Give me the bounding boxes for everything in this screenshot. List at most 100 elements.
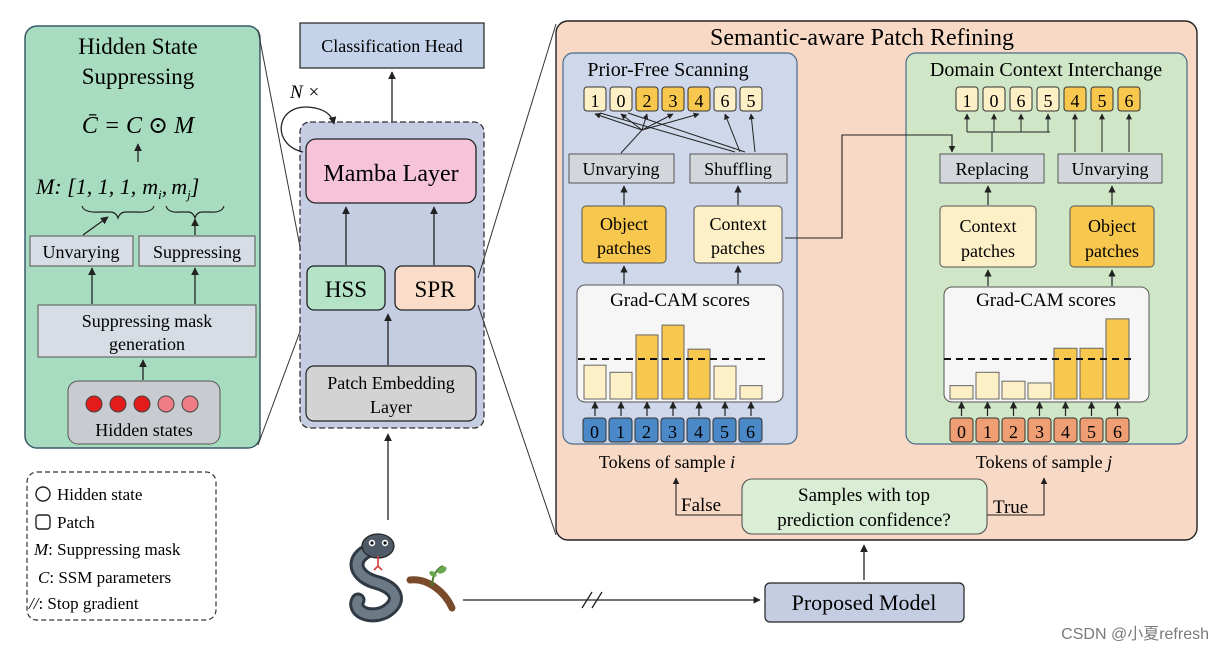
gradcam-bar xyxy=(583,364,607,400)
spr-box xyxy=(394,265,476,311)
shuffling-label: Shuffling xyxy=(704,159,772,179)
domain-context-title: Domain Context Interchange xyxy=(930,59,1162,81)
token-box xyxy=(955,86,979,112)
legend-stop-gradient: //: Stop gradient xyxy=(28,594,139,613)
gradcam-bar xyxy=(1027,382,1052,400)
unvarying-label: Unvarying xyxy=(43,242,120,262)
prior-free-object-line2: patches xyxy=(597,238,651,258)
decision-line1: Samples with top xyxy=(798,485,930,506)
token-label: 5 xyxy=(1098,91,1107,111)
token-box xyxy=(660,417,685,443)
token-label: 5 xyxy=(747,91,756,111)
token-box xyxy=(1105,417,1130,443)
token-box xyxy=(1036,86,1060,112)
gradcam-bar xyxy=(635,334,659,400)
legend-hidden-state: Hidden state xyxy=(57,485,142,504)
token-box xyxy=(609,86,633,112)
domain-context-line1: Context xyxy=(960,216,1017,236)
token-label: 1 xyxy=(591,91,600,111)
token-label: 0 xyxy=(990,91,999,111)
mask-gen-line1: Suppressing mask xyxy=(82,311,213,331)
token-box xyxy=(635,86,659,112)
prior-free-context-line1: Context xyxy=(710,214,767,234)
context-to-replacing-connector xyxy=(785,134,956,239)
spr-label: SPR xyxy=(415,277,457,302)
token-label: 5 xyxy=(1044,91,1053,111)
mask-gen-box xyxy=(37,304,257,358)
repeat-loop-arrow xyxy=(280,106,337,153)
token-label: 6 xyxy=(721,91,730,111)
hidden-state-dot xyxy=(133,395,151,413)
token-label: 2 xyxy=(642,422,651,442)
gradcam-bar xyxy=(1001,380,1026,400)
token-box xyxy=(1027,417,1052,443)
snake-mascot-icon xyxy=(349,533,456,623)
route-line xyxy=(641,113,649,131)
token-box xyxy=(1053,417,1078,443)
token-box xyxy=(634,417,659,443)
decision-box xyxy=(741,478,988,535)
domain-object-line1: Object xyxy=(1088,216,1136,236)
gradcam-bar xyxy=(949,385,974,400)
route-line xyxy=(641,112,700,131)
token-label: 4 xyxy=(1071,91,1080,111)
token-label: 1 xyxy=(616,422,625,442)
token-label: 0 xyxy=(590,422,599,442)
token-label: 1 xyxy=(963,91,972,111)
token-box xyxy=(661,86,685,112)
zoom-line-spr-top xyxy=(477,23,557,279)
prior-free-object-box xyxy=(581,205,667,264)
legend-box xyxy=(26,471,217,621)
patch-embedding-line1: Patch Embedding xyxy=(327,373,454,393)
branch-icon xyxy=(406,576,456,612)
proposed-model-label: Proposed Model xyxy=(792,590,937,615)
prior-free-gradcam-chart xyxy=(578,324,768,416)
mamba-layer-label: Mamba Layer xyxy=(323,161,458,187)
hidden-state-dot-suppressed xyxy=(181,395,199,413)
classification-head-label: Classification Head xyxy=(321,36,462,56)
domain-caption: Tokens of sample j xyxy=(976,452,1112,472)
token-label: 1 xyxy=(983,422,992,442)
hss-box xyxy=(306,265,386,311)
prior-free-title: Prior-Free Scanning xyxy=(587,59,748,81)
token-label: 3 xyxy=(1035,422,1044,442)
token-label: 5 xyxy=(1087,422,1096,442)
legend-ssm: C: SSM parameters xyxy=(38,568,171,587)
prior-free-unvarying-label: Unvarying xyxy=(583,159,660,179)
hidden-state-dot xyxy=(109,395,127,413)
stop-gradient-mark-2 xyxy=(591,591,603,609)
shuffling-box xyxy=(689,153,788,184)
true-label: True xyxy=(993,497,1028,518)
legend: Hidden state Patch M: Suppressing mask C… xyxy=(26,471,217,621)
legend-patch: Patch xyxy=(57,513,95,532)
prior-free-context-line2: patches xyxy=(711,238,765,258)
replacing-label: Replacing xyxy=(956,159,1029,179)
hidden-state-icon xyxy=(35,486,51,502)
token-box xyxy=(1063,86,1087,112)
token-box xyxy=(712,417,737,443)
hss-panel-title-2: Suppressing xyxy=(82,64,195,89)
token-label: 6 xyxy=(1113,422,1122,442)
token-label: 3 xyxy=(668,422,677,442)
token-label: 0 xyxy=(957,422,966,442)
false-branch-arrow xyxy=(672,477,742,516)
token-label: 2 xyxy=(1009,422,1018,442)
token-label: 4 xyxy=(1061,422,1070,442)
stop-gradient-mark-1 xyxy=(581,591,593,609)
token-box xyxy=(713,86,737,112)
token-box xyxy=(1001,417,1026,443)
zoom-line-spr-bottom xyxy=(477,304,557,536)
mamba-layer-box xyxy=(305,138,477,204)
hidden-state-dots xyxy=(85,395,199,413)
token-label: 5 xyxy=(720,422,729,442)
hidden-state-dot-suppressed xyxy=(157,395,175,413)
hss-panel: Hidden State Suppressing C̄ = C ⊙ M M: [… xyxy=(24,25,261,449)
formula-result: C̄ = C ⊙ M xyxy=(82,113,196,139)
hidden-state-dot xyxy=(85,395,103,413)
token-label: 2 xyxy=(643,91,652,111)
suppressing-label: Suppressing xyxy=(153,242,241,262)
decision-line2: prediction confidence? xyxy=(777,510,951,531)
domain-context-line2: patches xyxy=(961,241,1015,261)
token-box xyxy=(582,417,607,443)
